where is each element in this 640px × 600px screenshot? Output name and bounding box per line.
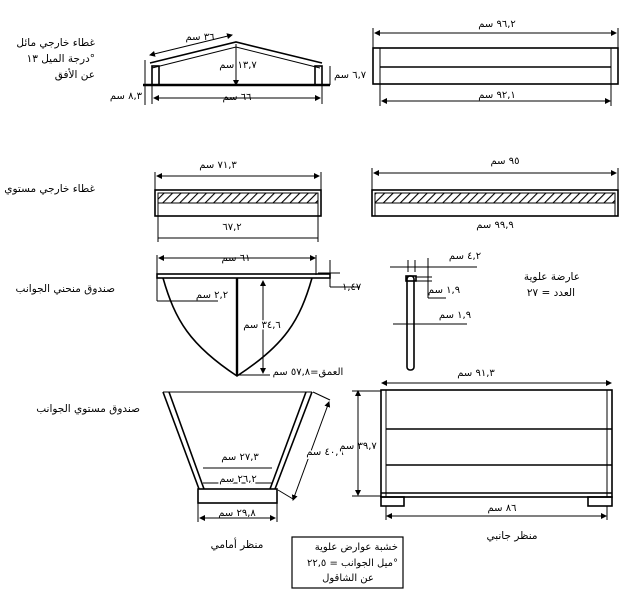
flat-cover-top-width: ٧١,٣ سم: [199, 160, 237, 171]
side-length-bottom: ٨٦ سم: [488, 503, 517, 514]
curved-box-rim-offset: ٢,٢ سم: [196, 290, 228, 301]
straight-box-side-slant: ٤٠,٦ سم: [306, 447, 344, 458]
gable-total-height: ٨,٣ سم: [110, 91, 143, 102]
note-line-3: عن الشاقول: [322, 573, 374, 584]
curved-box-top-width: ٦١ سم: [222, 253, 251, 264]
gable-cover-front: [143, 33, 331, 105]
gable-side-height: ٦,٧ سم: [334, 70, 367, 81]
flat-cover-front: [154, 172, 322, 242]
top-bar-drawing: [390, 258, 477, 371]
top-bar-label-1: عارضة علوية: [524, 271, 580, 283]
top-bar-thickness-2: ١,٩ سم: [439, 310, 471, 321]
flat-side-bottom-length: ٩٩,٩ سم: [476, 220, 514, 231]
straight-box-label: صندوق مستوي الجوانب: [36, 403, 140, 415]
curved-box-inner-depth: ٣٤,٦ سم: [243, 320, 281, 331]
curved-box-rim-thickness: ١,٤٧: [342, 282, 362, 293]
note-box: [291, 536, 404, 589]
note-line-1: خشبة عوارض علوية: [315, 542, 398, 553]
flat-cover-bottom-width: ٦٧,٢: [222, 222, 241, 233]
side-length-top: ٩١,٣ سم: [457, 368, 495, 379]
curved-box-total-depth: العمق=٥٧,٨ سم: [273, 367, 344, 378]
top-bar-width: ٤,٢ سم: [449, 251, 481, 262]
side-view-caption: منظر جانبي: [486, 530, 537, 542]
flat-cover-side: [371, 168, 619, 217]
gable-label-3: عن الأفق: [55, 68, 95, 81]
curved-box-label: صندوق منحني الجوانب: [16, 283, 116, 295]
gable-slope-length: ٣٦ سم: [186, 32, 215, 43]
gable-cover-side: [372, 28, 619, 106]
straight-box-base-width: ٢٩,٨ سم: [218, 508, 256, 519]
gable-side-top-length: ٩٦,٢ سم: [478, 19, 516, 30]
flat-side-top-length: ٩٥ سم: [491, 156, 520, 167]
gable-label-2: درجة الميل ١٣°: [27, 53, 95, 65]
straight-box-front: [162, 391, 331, 522]
straight-box-side: [352, 380, 613, 520]
top-bar-label-2: العدد = ٢٧: [527, 287, 575, 299]
front-view-caption: منظر أمامي: [211, 537, 264, 551]
top-bar-thickness-1: ١,٩ سم: [428, 285, 460, 296]
curved-box-drawing: [156, 255, 360, 377]
straight-box-inner-top: ٢٧,٣ سم: [221, 452, 259, 463]
straight-box-inner-bottom: ٢٦,٢ سم: [219, 474, 257, 485]
gable-base-width: ٦٦ سم: [223, 92, 252, 103]
note-line-2: ميل الجوانب = ٢٢,٥°: [307, 558, 398, 569]
gable-side-bottom-length: ٩٢,١ سم: [478, 90, 516, 101]
gable-rise: ١٣,٧ سم: [219, 60, 257, 71]
gable-label-1: غطاء خارجي مائل: [16, 37, 95, 49]
flat-cover-label: غطاء خارجي مستوي: [4, 183, 95, 195]
